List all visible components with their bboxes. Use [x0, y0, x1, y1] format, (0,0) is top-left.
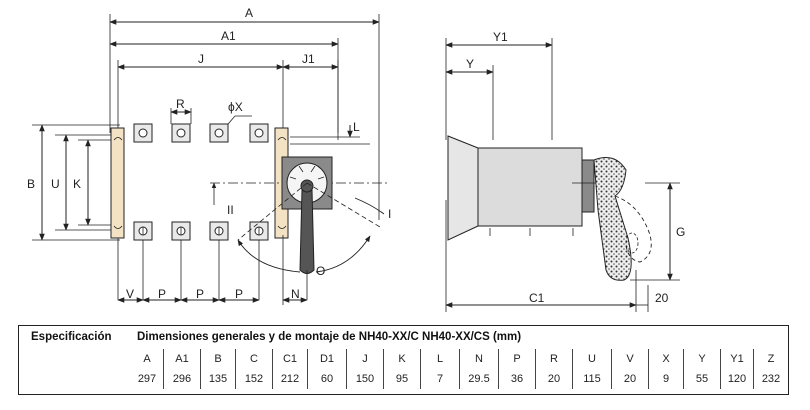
spec-header-row: A A1 B C C1 D1 J K L N P R U V X Y Y1 Z: [131, 349, 788, 369]
spec-header-cell: L: [420, 349, 460, 369]
spec-value-row: 297 296 135 152 212 60 150 95 7 29.5 36 …: [131, 369, 788, 389]
dim-label-l: L: [353, 120, 360, 134]
spec-value-cell: 120: [720, 369, 754, 389]
spec-value-cell: 135: [200, 369, 236, 389]
dim-label-j: J: [198, 52, 204, 66]
spec-table-box: Especificación Dimensiones generales y d…: [18, 325, 789, 395]
dim-label-phi-x: ϕX: [228, 100, 243, 114]
dim-label-v: V: [126, 287, 134, 301]
spec-header-cell: R: [535, 349, 573, 369]
spec-value-cell: 29.5: [459, 369, 499, 389]
spec-header-cell: C: [235, 349, 273, 369]
dim-label-k: K: [73, 177, 81, 191]
spec-header-cell: Z: [753, 349, 788, 369]
spec-value-cell: 232: [753, 369, 788, 389]
dim-label-p-3: P: [235, 287, 243, 301]
spec-header-cell: D1: [307, 349, 347, 369]
dim-label-p-1: P: [158, 287, 166, 301]
dim-label-o: O: [316, 264, 325, 278]
spec-header-cell: X: [648, 349, 684, 369]
dim-label-a1: A1: [221, 29, 236, 43]
spec-value-cell: 296: [163, 369, 201, 389]
spec-value-cell: 95: [383, 369, 421, 389]
spec-table: A A1 B C C1 D1 J K L N P R U V X Y Y1 Z …: [131, 349, 788, 389]
technical-drawing: A A1 J J1 R ϕX B U K L I II O V P P P N: [27, 6, 685, 312]
spec-subtitle: Dimensiones generales y de montaje de NH…: [137, 331, 522, 343]
spec-header-cell: A1: [163, 349, 201, 369]
spec-header-cell: A: [143, 353, 151, 365]
spec-header-cell: C1: [272, 349, 308, 369]
spec-header-cell: J: [346, 349, 384, 369]
dim-label-i: I: [388, 207, 391, 221]
spec-header-cell: Y1: [720, 349, 754, 369]
spec-header-cell: N: [459, 349, 499, 369]
spec-value-cell: 152: [235, 369, 273, 389]
dim-label-y1: Y1: [493, 30, 508, 44]
dim-label-20: 20: [655, 291, 669, 305]
spec-value-cell: 9: [648, 369, 684, 389]
dim-label-y: Y: [466, 57, 474, 71]
dim-label-g: G: [676, 225, 685, 239]
dim-label-c1: C1: [529, 291, 545, 305]
dim-label-ii: II: [227, 203, 234, 217]
spec-value-cell: 20: [611, 369, 649, 389]
dim-label-j1: J1: [302, 52, 315, 66]
dim-label-a: A: [245, 6, 253, 20]
spec-value-cell: 20: [535, 369, 573, 389]
spec-value-cell: 115: [572, 369, 612, 389]
front-view: [32, 14, 390, 305]
spec-title: Especificación: [31, 331, 112, 343]
dim-label-n: N: [291, 287, 300, 301]
dim-label-u: U: [51, 177, 60, 191]
side-view: [445, 38, 680, 312]
dim-label-b: B: [27, 177, 35, 191]
spec-header-cell: V: [611, 349, 649, 369]
spec-header-cell: K: [383, 349, 421, 369]
spec-value-cell: 7: [420, 369, 460, 389]
spec-header-cell: U: [572, 349, 612, 369]
spec-value-cell: 212: [272, 369, 308, 389]
spec-value-cell: 55: [683, 369, 721, 389]
spec-header-cell: P: [498, 349, 536, 369]
spec-value-cell: 297: [137, 373, 157, 385]
spec-header-cell: B: [200, 349, 236, 369]
spec-value-cell: 36: [498, 369, 536, 389]
dim-label-r: R: [176, 97, 185, 111]
spec-header-cell: Y: [683, 349, 721, 369]
dim-label-p-2: P: [196, 287, 204, 301]
spec-value-cell: 60: [307, 369, 347, 389]
spec-value-cell: 150: [346, 369, 384, 389]
